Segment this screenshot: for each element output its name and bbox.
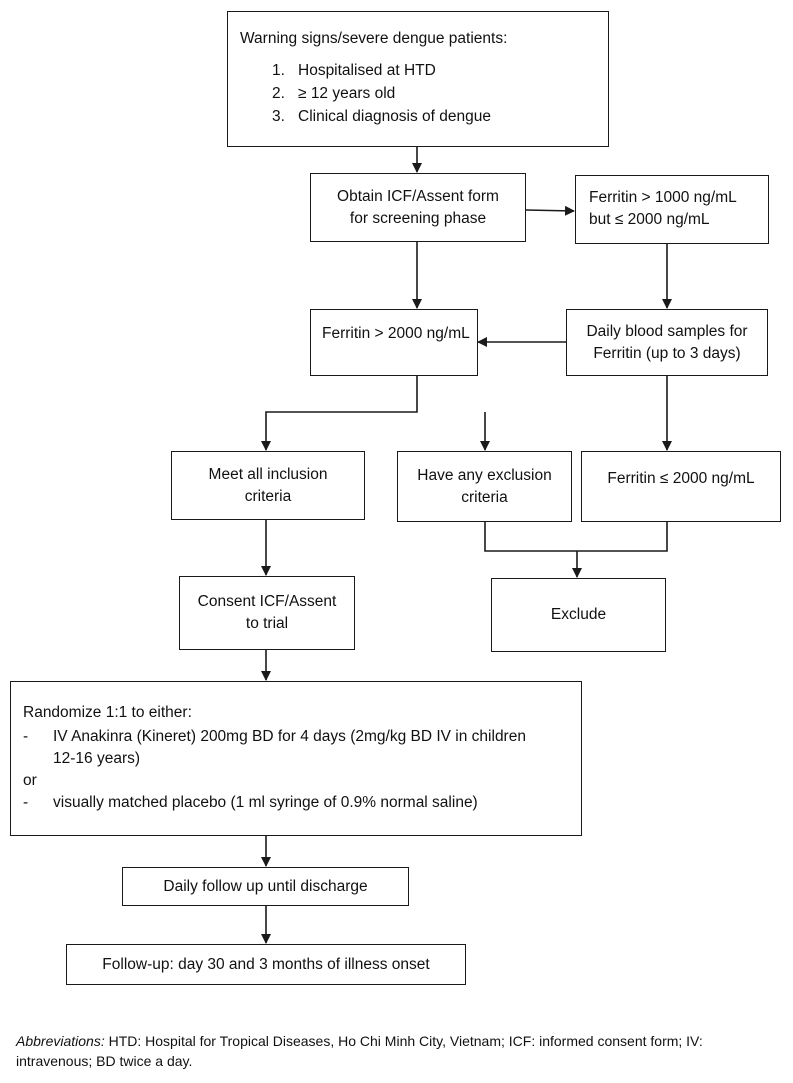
ferritin-high-box: Ferritin > 2000 ng/mL [310,309,478,376]
eligibility-title: Warning signs/severe dengue patients: [240,30,508,47]
consent-trial-box: Consent ICF/Assent to trial [179,576,355,650]
randomize-or: or [23,772,37,789]
daily-follow-box: Daily follow up until discharge [122,867,409,906]
randomize-title: Randomize 1:1 to either: [23,704,192,721]
eligibility-box: Warning signs/severe dengue patients: 1.… [227,11,609,147]
abbreviations-label: Abbreviations: [16,1033,105,1049]
eligibility-item: 3.Clinical diagnosis of dengue [272,108,492,125]
arrow-icf-to-ferritin-mid [525,205,575,216]
abbreviations-text: HTD: Hospital for Tropical Diseases, Ho … [16,1033,703,1069]
follow-up-box: Follow-up: day 30 and 3 months of illnes… [66,944,466,985]
meet-inclusion-box: Meet all inclusion criteria [171,451,365,520]
randomize-box: Randomize 1:1 to either: - IV Anakinra (… [10,681,582,836]
ferritin-low-box: Ferritin ≤ 2000 ng/mL [581,451,781,522]
ferritin-mid-box: Ferritin > 1000 ng/mL but ≤ 2000 ng/mL [575,175,769,244]
any-exclusion-box: Have any exclusion criteria [397,451,572,522]
icf-screening-box: Obtain ICF/Assent form for screening pha… [310,173,526,242]
randomize-option-placebo: - visually matched placebo (1 ml syringe… [23,794,478,811]
daily-samples-box: Daily blood samples for Ferritin (up to … [566,309,768,376]
eligibility-item: 1.Hospitalised at HTD [272,62,436,79]
randomize-option-anakinra: - IV Anakinra (Kineret) 200mg BD for 4 d… [23,728,526,767]
eligibility-item: 2.≥ 12 years old [272,85,396,102]
abbreviations-note: Abbreviations: HTD: Hospital for Tropica… [16,1031,776,1071]
branch-ferritin-high [261,376,418,451]
merge-to-exclude [484,522,668,552]
exclude-box: Exclude [491,578,666,652]
eligibility-list: 1.Hospitalised at HTD 2.≥ 12 years old 3… [240,59,608,128]
